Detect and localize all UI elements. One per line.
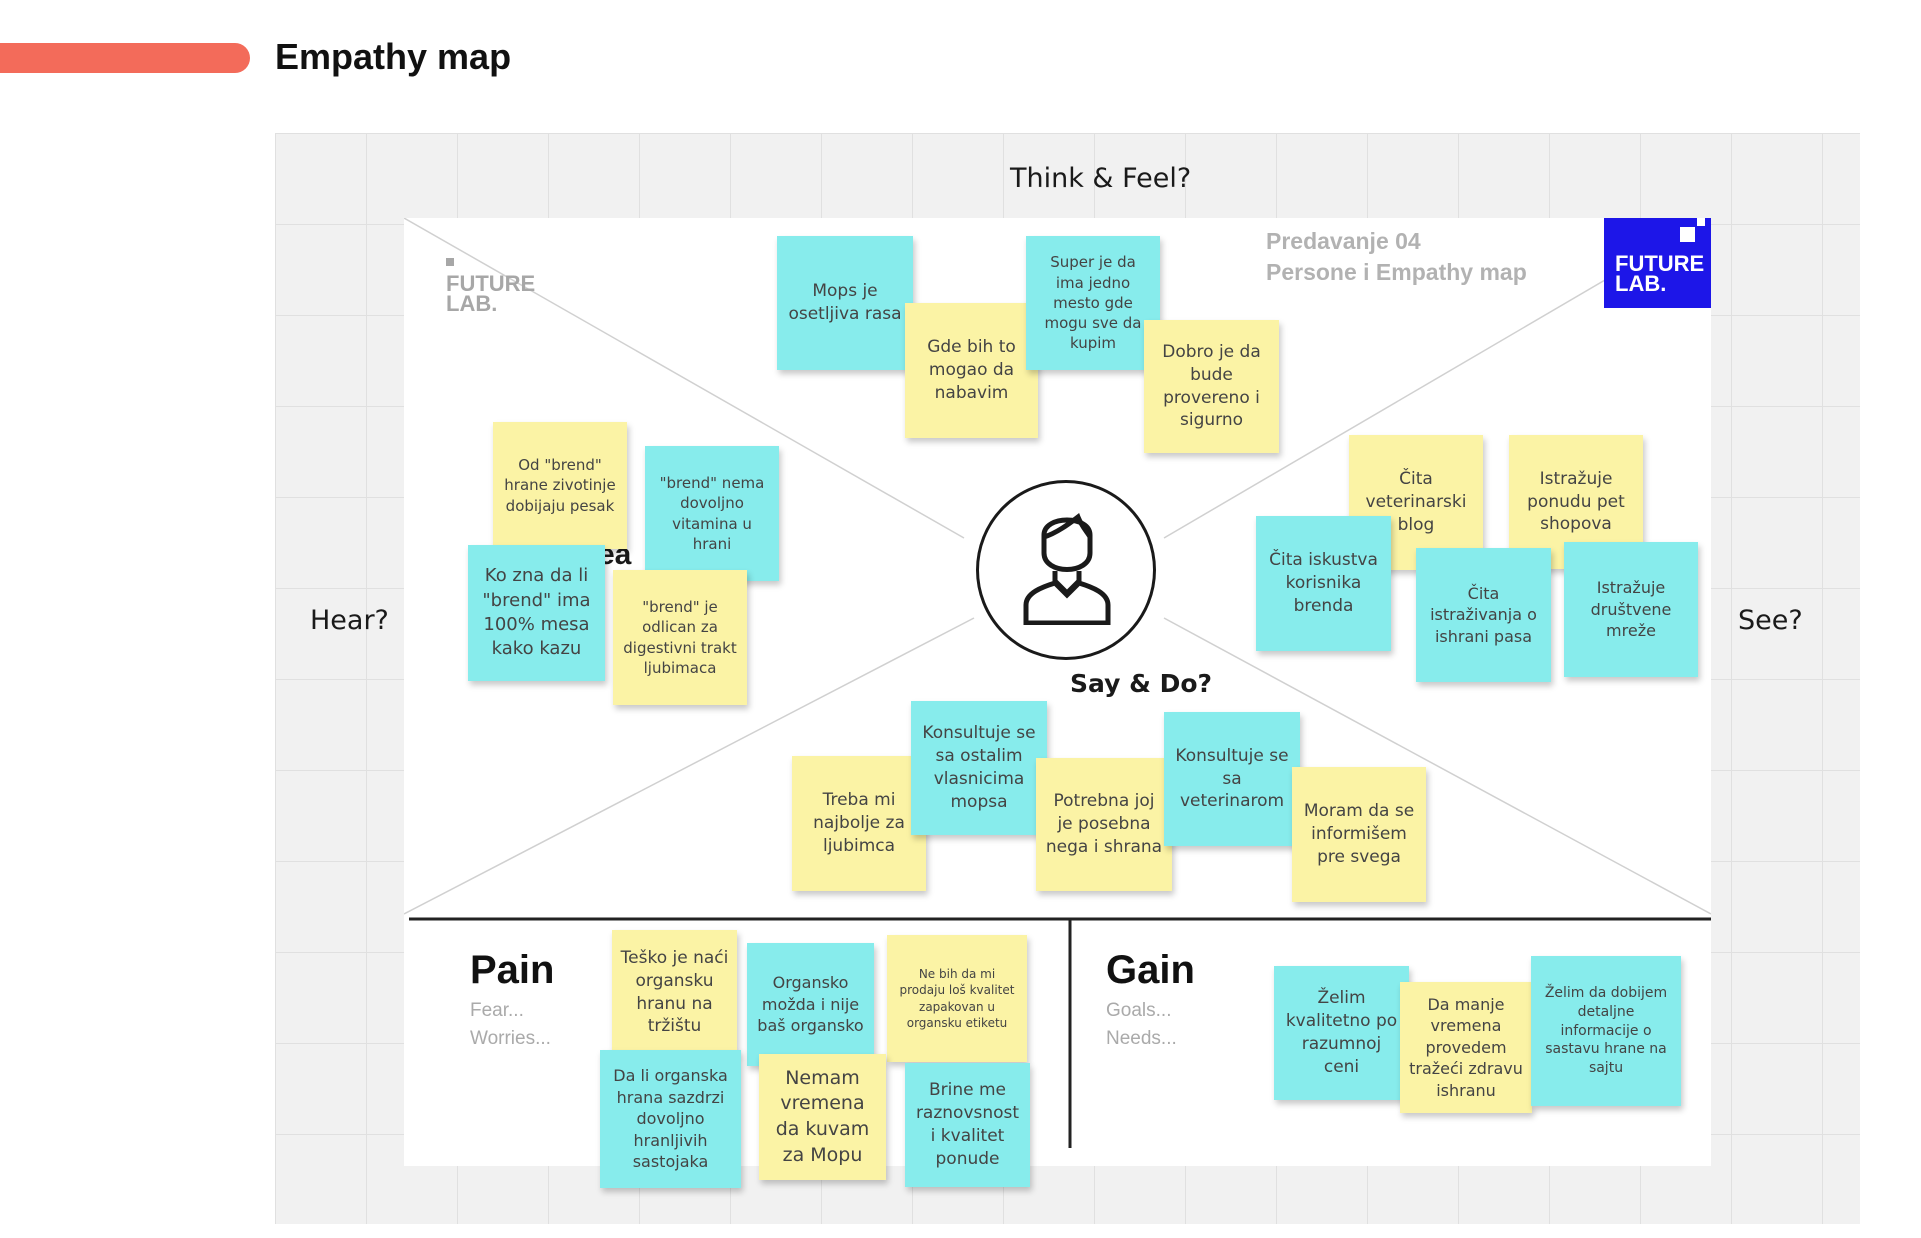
lecture-caption: Predavanje 04 Persone i Empathy map (1266, 228, 1527, 285)
sticky-note-think-2[interactable]: Gde bih to mogao da nabavim (905, 303, 1038, 438)
think-feel-label: Think & Feel? (1010, 163, 1192, 194)
pain-subtitle: Fear... Worries... (470, 1000, 551, 1049)
sticky-note-hear-4[interactable]: "brend" je odlican za digestivni trakt l… (613, 570, 747, 705)
sticky-note-pain-4[interactable]: Da li organska hrana sazdrzi dovoljno hr… (600, 1050, 741, 1188)
sticky-note-think-1[interactable]: Mops je osetljiva rasa (777, 236, 913, 370)
future-lab-logo-gray: FUTURE LAB. (446, 258, 535, 315)
sticky-note-think-4[interactable]: Dobro je da bude provereno i sigurno (1144, 320, 1279, 453)
pain-title: Pain (470, 948, 555, 992)
sticky-note-see-4[interactable]: Čita istraživanja o ishrani pasa (1416, 548, 1551, 682)
sticky-note-say-5[interactable]: Moram da se informišem pre svega (1292, 767, 1426, 902)
sticky-note-think-3[interactable]: Super je da ima jedno mesto gde mogu sve… (1026, 236, 1160, 370)
hear-label: Hear? (310, 605, 389, 636)
accent-bar (0, 43, 250, 73)
sticky-note-hear-2[interactable]: "brend" nema dovoljno vitamina u hrani (645, 446, 779, 581)
gain-title: Gain (1106, 948, 1195, 992)
gain-subtitle: Goals... Needs... (1106, 1000, 1177, 1049)
persona-circle (976, 480, 1156, 660)
page-title: Empathy map (275, 36, 512, 77)
sticky-note-say-3[interactable]: Potrebna joj je posebna nega i shrana (1036, 758, 1172, 891)
sticky-note-pain-3[interactable]: Ne bih da mi prodaju loš kvalitet zapako… (887, 935, 1027, 1062)
sticky-note-hear-1[interactable]: Od "brend" hrane zivotinje dobijaju pesa… (493, 422, 627, 549)
sticky-note-gain-1[interactable]: Želim kvalitetno po razumnoj ceni (1274, 966, 1409, 1100)
user-icon (1023, 513, 1111, 625)
sticky-note-see-5[interactable]: Istražuje društvene mreže (1564, 542, 1698, 677)
sticky-note-pain-5[interactable]: Nemam vremena da kuvam za Mopu (759, 1054, 886, 1180)
see-label: See? (1738, 605, 1803, 636)
sticky-note-see-3[interactable]: Čita iskustva korisnika brenda (1256, 516, 1391, 651)
say-do-label: Say & Do? (1070, 669, 1213, 698)
sticky-note-gain-2[interactable]: Da manje vremena provedem tražeći zdravu… (1400, 982, 1532, 1113)
sticky-note-say-1[interactable]: Treba mi najbolje za ljubimca (792, 756, 926, 891)
sticky-note-gain-3[interactable]: Želim da dobijem detaljne informacije o … (1531, 956, 1681, 1106)
sticky-note-pain-2[interactable]: Organsko možda i nije baš organsko (747, 943, 874, 1066)
sticky-note-hear-3[interactable]: Ko zna da li "brend" ima 100% mesa kako … (468, 545, 605, 681)
sticky-note-say-4[interactable]: Konsultuje se sa veterinarom (1164, 712, 1300, 846)
sticky-note-pain-6[interactable]: Brine me raznovsnost i kvalitet ponude (905, 1063, 1030, 1187)
sticky-note-pain-1[interactable]: Teško je naći organsku hranu na tržištu (612, 930, 737, 1055)
future-lab-logo-badge: FUTURE LAB. (1604, 218, 1711, 308)
sticky-note-say-2[interactable]: Konsultuje se sa ostalim vlasnicima mops… (911, 701, 1047, 835)
